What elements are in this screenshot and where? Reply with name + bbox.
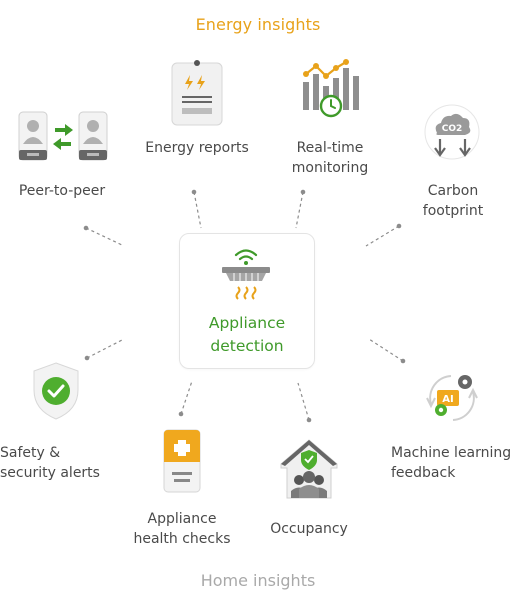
peer-to-peer-icon xyxy=(18,111,108,161)
connector-safety xyxy=(86,339,123,359)
home-insights-title: Home insights xyxy=(200,571,316,590)
connector-occupancy xyxy=(297,382,310,421)
carbon-footprint-icon: CO2 xyxy=(424,104,480,160)
connector-energy-reports xyxy=(193,191,202,229)
occupancy-label: Occupancy xyxy=(270,521,348,537)
appliance-health-icon xyxy=(163,429,201,493)
connector-realtime xyxy=(295,191,304,229)
realtime-monitoring-icon xyxy=(303,59,359,118)
appliance-health-label: Appliance health checks xyxy=(133,511,231,547)
co2-badge-text: CO2 xyxy=(442,124,463,134)
ai-badge-text: AI xyxy=(442,394,453,405)
connector-ml xyxy=(368,338,404,362)
energy-reports-label: Energy reports xyxy=(145,140,249,156)
safety-security-label: Safety & security alerts xyxy=(0,445,100,481)
carbon-footprint-label: Carbon footprint xyxy=(422,183,484,219)
connector-health xyxy=(180,380,193,415)
connector-peer xyxy=(85,227,123,246)
machine-learning-label: Machine learning feedback xyxy=(391,445,512,481)
connector-carbon xyxy=(365,225,400,247)
occupancy-house-icon xyxy=(280,439,338,499)
security-shield-icon xyxy=(33,362,79,420)
realtime-monitoring-label: Real-time monitoring xyxy=(291,140,369,176)
energy-report-icon xyxy=(171,60,223,126)
appliance-detection-label: Appliance detection xyxy=(208,314,286,355)
peer-to-peer-label: Peer-to-peer xyxy=(18,183,106,199)
energy-insights-title: Energy insights xyxy=(195,15,321,34)
machine-learning-icon: AI xyxy=(426,375,478,421)
smoke-detector-icon xyxy=(222,249,270,300)
